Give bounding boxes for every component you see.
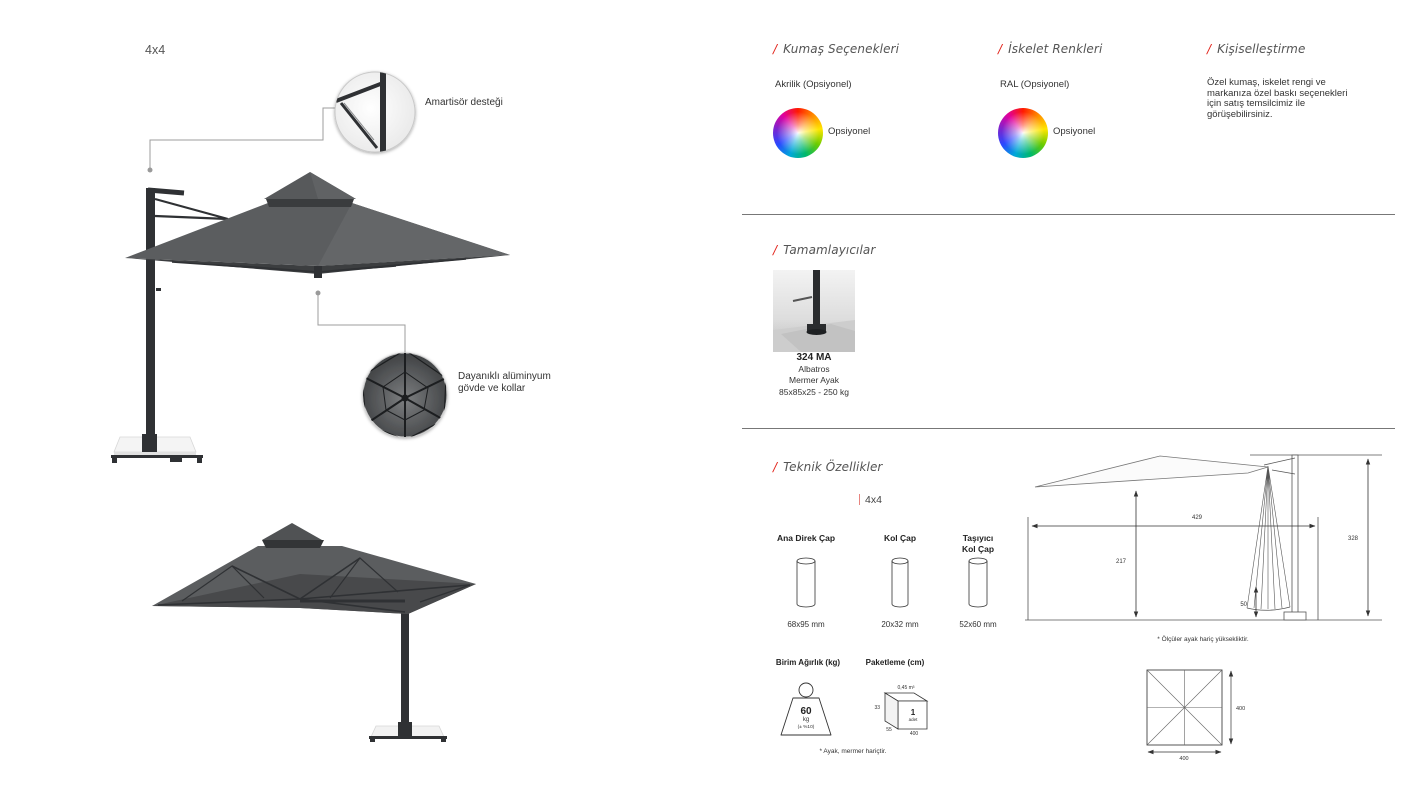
- main-pole-2: [401, 598, 409, 726]
- umbrella-main-view: [111, 172, 510, 463]
- canopy: [125, 172, 510, 278]
- diameter-label-main-pole: Ana Direk Çap: [766, 533, 846, 544]
- diameter-value-arm: 20x32 mm: [881, 620, 919, 629]
- marble-base: [111, 434, 203, 463]
- package-volume: 0,45 m³: [898, 685, 915, 691]
- section-title-technical: / Teknik Özellikler: [773, 460, 882, 474]
- top-view-side-a: 400: [1236, 706, 1245, 712]
- personalization-text: Özel kumaş, iskelet rengi ve markanıza ö…: [1207, 77, 1348, 120]
- diameter-icons: [796, 557, 988, 608]
- section-marker: /: [1207, 42, 1212, 56]
- section-title-personalization: / Kişiselleştirme: [1207, 42, 1305, 56]
- weight-icon: 60 kg (± %10): [780, 682, 832, 736]
- box-icon: 0,45 m³ 33 55 400 1 adet: [874, 685, 929, 737]
- section-divider: [742, 214, 1395, 215]
- accessory-name: Albatros: [798, 363, 830, 374]
- section-divider: [742, 428, 1395, 429]
- marble-base-2: [369, 722, 447, 742]
- side-view-diagram: 429 217 50 328: [1025, 454, 1382, 621]
- callout-frame-line: gövde ve kollar: [458, 383, 526, 394]
- color-wheel-icon: [773, 108, 823, 158]
- section-title-accessories: / Tamamlayıcılar: [773, 243, 875, 257]
- package-qty: 1: [911, 708, 916, 717]
- accessory-item: 324 MA Albatros Mermer Ayak 85x85x25 - 2…: [764, 352, 864, 398]
- section-title-fabric: / Kumaş Seçenekleri: [773, 42, 899, 56]
- weight-value: 60: [800, 706, 812, 717]
- callout-damper-label: Amartisör desteği: [425, 97, 503, 108]
- package-qty-unit: adet: [909, 717, 919, 722]
- dimension-total-height: 328: [1348, 536, 1359, 542]
- diameter-value-carrier-arm: 52x60 mm: [959, 620, 997, 629]
- diameter-value-main-pole: 68x95 mm: [787, 620, 825, 629]
- fabric-swatch-label: Opsiyonel: [828, 126, 871, 137]
- cylinder-icon: [968, 557, 988, 608]
- personalization-line: için satış temsilcimiz ile: [1207, 98, 1306, 109]
- section-title-text: Teknik Özellikler: [783, 460, 883, 474]
- diameter-label-arm: Kol Çap: [860, 533, 940, 544]
- diameter-label-carrier-arm: Taşıyıcı Kol Çap: [938, 533, 1018, 554]
- side-view-note: * Ölçüler ayak hariç yüksekliktir.: [1157, 636, 1249, 643]
- technical-footnote: * Ayak, mermer hariçtir.: [819, 748, 887, 755]
- package-length: 400: [910, 731, 919, 737]
- callout-dot: [147, 167, 153, 173]
- accessory-spec: 85x85x25 - 250 kg: [779, 386, 849, 397]
- weight-tolerance: (± %10): [798, 724, 815, 730]
- top-view-side-b: 400: [1179, 756, 1188, 762]
- product-size-label: 4x4: [145, 43, 166, 57]
- accessory-code: 324 MA: [796, 352, 832, 363]
- weight-label: Birim Ağırlık (kg): [775, 658, 841, 667]
- package-depth: 55: [886, 727, 892, 733]
- model-marker-bar: [859, 494, 860, 505]
- personalization-line: markanıza özel baskı seçenekleri: [1207, 87, 1348, 99]
- personalization-line: görüşebilirsiniz.: [1207, 108, 1273, 120]
- callout-frame-label: Dayanıklı alüminyum gövde ve kollar: [458, 371, 551, 395]
- accessory-type: Mermer Ayak: [789, 375, 839, 385]
- frame-colors-subtitle: RAL (Opsiyonel): [1000, 79, 1070, 90]
- packaging-label: Paketleme (cm): [865, 658, 925, 667]
- main-pole: [146, 188, 155, 438]
- callout-frame-line: Dayanıklı alüminyum: [458, 371, 551, 382]
- damper-strut: [154, 197, 229, 221]
- diameter-label-line: Taşıyıcı: [962, 533, 994, 543]
- cylinder-icon: [891, 557, 909, 608]
- top-view-diagram: 400 400: [1146, 669, 1245, 762]
- section-title-text: Tamamlayıcılar: [783, 243, 876, 257]
- package-height: 33: [874, 705, 880, 711]
- technical-model: 4x4: [865, 494, 882, 506]
- section-marker: /: [773, 243, 778, 257]
- callout-damper: [147, 71, 416, 173]
- diameter-label-line: Kol Çap: [883, 533, 917, 543]
- section-marker: /: [998, 42, 1003, 56]
- section-title-text: Kumaş Seçenekleri: [783, 42, 900, 56]
- section-title-text: İskelet Renkleri: [1008, 42, 1103, 56]
- cylinder-icon: [796, 557, 816, 608]
- weight-unit: kg: [803, 717, 809, 723]
- dimension-width: 429: [1192, 515, 1203, 521]
- frame-colors-swatch-label: Opsiyonel: [1053, 126, 1096, 137]
- color-wheel-icon: [998, 108, 1048, 158]
- section-marker: /: [773, 42, 778, 56]
- diameter-label-line: Kol Çap: [961, 543, 995, 554]
- marble-base-image: [773, 270, 855, 352]
- personalization-line: Özel kumaş, iskelet rengi ve: [1207, 77, 1326, 88]
- section-title-text: Kişiselleştirme: [1217, 42, 1306, 56]
- dimension-min-height: 50: [1240, 602, 1247, 608]
- section-marker: /: [773, 460, 778, 474]
- dimension-clearance: 217: [1116, 559, 1127, 565]
- diameter-label-line: Ana Direk Çap: [776, 533, 836, 543]
- fabric-subtitle: Akrilik (Opsiyonel): [775, 79, 852, 90]
- accessory-thumbnail[interactable]: [773, 270, 855, 352]
- section-title-frame-colors: / İskelet Renkleri: [998, 42, 1102, 56]
- umbrella-underside-view: [152, 523, 476, 742]
- canopy-2: [152, 523, 476, 614]
- callout-dot: [315, 290, 321, 296]
